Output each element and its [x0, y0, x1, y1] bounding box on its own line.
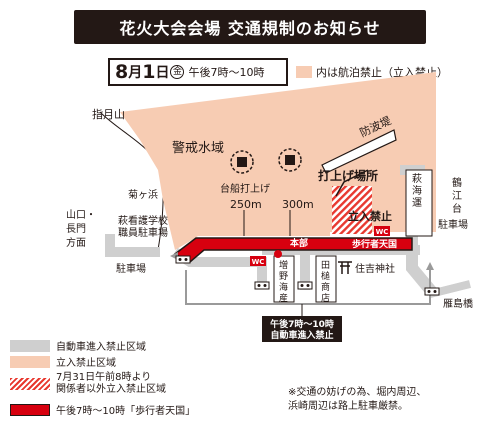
- label-yamaguchi-2: 長門: [66, 223, 86, 235]
- label-nursing-1: 萩看護学校: [118, 214, 168, 227]
- honbu-label: 本部: [290, 237, 308, 249]
- masuno-kaisan-building: [273, 255, 295, 303]
- barrier-east: [424, 287, 440, 296]
- label-masuno-1: 増: [279, 259, 288, 271]
- label-no-entry: 立入禁止: [348, 209, 392, 223]
- date-month: 8: [115, 61, 129, 83]
- page-title: 花火大会会場 交通規制のお知らせ: [119, 19, 381, 38]
- date-weekday: 金: [170, 65, 185, 79]
- label-parking-right: 駐車場: [438, 218, 468, 231]
- legend-vehicle-text: 自動車進入禁止区域: [56, 342, 146, 353]
- legend-hatch: 7月31日午前8時より 関係者以外立入禁止区域: [10, 372, 166, 396]
- label-nursing-2: 職員駐車場: [118, 226, 168, 239]
- legend-vehicle: 自動車進入禁止区域: [10, 338, 146, 353]
- restriction-box: [262, 316, 342, 342]
- breakwater: [321, 129, 397, 174]
- no-entry-swatch: [296, 66, 312, 78]
- label-tachibana-1: 田: [321, 260, 330, 271]
- footnote-line2: 浜崎周辺は路上駐車厳禁。: [288, 401, 408, 412]
- label-tachibana-2: 槌: [321, 270, 330, 282]
- tachibana-building: [315, 255, 337, 303]
- gray-road-west: [105, 234, 160, 257]
- label-dist-250: 250m: [230, 198, 262, 211]
- legend-hatch-line1: 7月31日午前8時より: [56, 372, 152, 383]
- legend-gray-swatch: [10, 339, 50, 352]
- label-dist-300: 300m: [282, 198, 314, 211]
- date-day-unit: 日: [155, 65, 170, 81]
- launch-barge-left: [230, 150, 254, 174]
- label-tsurue-3: 台: [452, 202, 462, 215]
- label-barge-launch: 台船打上げ: [220, 182, 270, 195]
- legend-peach-swatch: [10, 355, 50, 368]
- label-tachibana-4: 店: [321, 292, 330, 304]
- date-time: 午後7時〜10時: [188, 66, 265, 79]
- arrow-head-east: [426, 262, 434, 270]
- restriction-time: 午後7時〜10時: [270, 318, 334, 330]
- label-ganjima: 雁島橋: [443, 297, 473, 310]
- label-tachibana-3: 商: [321, 281, 330, 293]
- wc-label-center: WC: [252, 258, 265, 266]
- hagi-kaiun-building: [405, 169, 433, 237]
- label-hagi-kaiun-1: 萩: [412, 173, 422, 185]
- title-bar: 花火大会会場 交通規制のお知らせ: [74, 10, 426, 44]
- legend-no-entry: 立入禁止区域: [10, 354, 116, 369]
- label-masuno-4: 産: [279, 292, 288, 304]
- footnote: ※交通の妨げの為、堀内周辺、 浜崎周辺は路上駐車厳禁。: [288, 386, 426, 414]
- label-hagi-kaiun-2: 海: [412, 184, 422, 197]
- label-patrol-area: 警戒水域: [172, 140, 224, 156]
- wc-label-east: WC: [376, 228, 389, 236]
- torii-icon: [338, 261, 352, 274]
- legend-red-swatch: [10, 403, 50, 416]
- label-tsurue-2: 江: [452, 190, 462, 202]
- launch-site-hatched: [332, 186, 372, 234]
- label-sumiyoshi: 住吉神社: [355, 262, 395, 275]
- label-hagi-kaiun-3: 運: [412, 197, 422, 209]
- detour-arrows: [185, 270, 431, 305]
- label-mountain: 指月山: [92, 107, 125, 121]
- label-parking-left: 駐車場: [116, 262, 146, 275]
- wc-icon-east: [374, 226, 390, 236]
- legend-hatch-line2: 関係者以外立入禁止区域: [56, 384, 166, 395]
- barrier-south: [297, 281, 313, 290]
- legend-no-entry-text: 立入禁止区域: [56, 358, 116, 369]
- launch-site-pointer: [335, 169, 369, 197]
- label-masuno-3: 海: [279, 281, 288, 293]
- footnote-line1: ※交通の妨げの為、堀内周辺、: [288, 387, 427, 398]
- date-day: 1: [142, 61, 156, 83]
- legend-pedestrian: 午後7時〜10時「歩行者天国」: [10, 402, 195, 417]
- label-tsurue-1: 鶴: [452, 176, 462, 189]
- label-yamaguchi-3: 方面: [66, 236, 86, 249]
- label-pedestrian: 歩行者天国: [352, 238, 397, 250]
- event-date-box: 8 月 1 日 金 午後7時〜10時: [108, 58, 288, 86]
- label-beach: 菊ヶ浜: [128, 189, 158, 201]
- legend-pedestrian-text: 午後7時〜10時「歩行者天国」: [56, 406, 196, 417]
- launch-barge-right: [278, 148, 302, 172]
- barrier-center: [254, 281, 270, 290]
- label-yamaguchi-1: 山口・: [66, 209, 96, 221]
- legend-hatch-swatch: [10, 378, 50, 390]
- label-launch-site: 打上げ場所: [318, 168, 378, 183]
- restriction-text: 自動車進入禁止: [270, 329, 333, 341]
- barrier-west: [175, 255, 191, 264]
- wc-icon-center: [250, 256, 266, 266]
- honbu-marker: [274, 250, 282, 258]
- date-month-unit: 月: [128, 65, 143, 81]
- label-masuno-2: 野: [279, 271, 288, 282]
